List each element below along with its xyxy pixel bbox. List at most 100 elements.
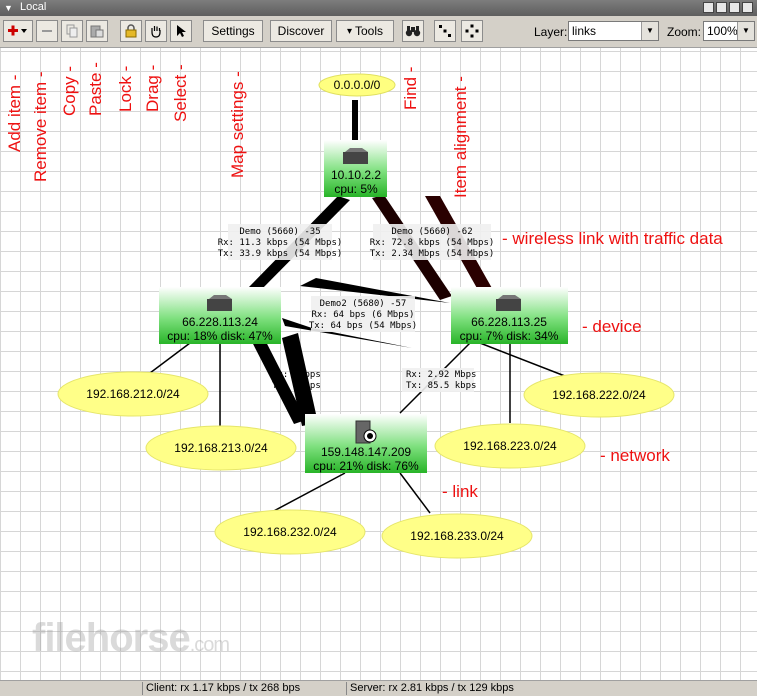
cloud-shape: [523, 372, 675, 418]
watermark-brand: filehorse: [32, 616, 191, 660]
chevron-down-icon[interactable]: ▼: [641, 22, 658, 40]
device-stats: cpu: 21% disk: 76%: [313, 459, 419, 473]
router-icon: [496, 295, 521, 311]
link[interactable]: [479, 342, 571, 379]
network-cloud-213[interactable]: 192.168.213.0/24: [145, 425, 297, 471]
align-diagonal-button[interactable]: [434, 20, 456, 42]
link-tx: Tx: 33.9 kbps (54 Mbps): [218, 249, 343, 259]
layer-select[interactable]: links ▼: [568, 21, 659, 41]
find-button[interactable]: [402, 20, 424, 42]
link-tx: Tx: 2.34 Mbps (54 Mbps): [370, 249, 495, 259]
link-rx: Rx: 72.8 kbps (54 Mbps): [370, 238, 495, 248]
cloud-label: 0.0.0.0/0: [334, 78, 381, 92]
add-item-button[interactable]: [3, 20, 33, 42]
link-name: Demo (5660) -35: [239, 227, 320, 237]
router-icon: [207, 295, 232, 311]
network-map: 0.0.0.0/0 10.10.2.2 cpu: 5% 66.228.113.2…: [5, 62, 723, 559]
network-cloud-223[interactable]: 192.168.223.0/24: [434, 423, 586, 469]
link[interactable]: [399, 472, 431, 514]
device-ip: 66.228.113.25: [471, 315, 547, 329]
toolbar: Settings Discover ▾ Tools Layer: links ▼…: [0, 16, 757, 48]
link-name: Demo (5660) -62: [391, 227, 472, 237]
server-globe-icon: [355, 420, 377, 444]
binoculars-icon: [405, 26, 421, 37]
network-cloud-233[interactable]: 192.168.233.0/24: [381, 513, 533, 559]
close-icon[interactable]: [742, 2, 753, 13]
link-rx: Rx: 64 bps (6 Mbps): [312, 310, 415, 320]
align-diagonal-icon: [439, 25, 451, 37]
cloud-shape: [318, 73, 396, 97]
chevron-down-icon[interactable]: ▼: [737, 22, 754, 40]
device-top[interactable]: 10.10.2.2 cpu: 5%: [324, 140, 387, 197]
tools-label: Tools: [355, 24, 384, 38]
cloud-label: 192.168.213.0/24: [174, 441, 268, 455]
maximize-icon[interactable]: [729, 2, 740, 13]
copy-icon: [66, 24, 78, 38]
network-cloud-222[interactable]: 192.168.222.0/24: [523, 372, 675, 418]
device-stats: cpu: 5%: [334, 182, 378, 196]
client-traffic-status: Client: rx 1.17 kbps / tx 268 bps: [142, 682, 300, 695]
link-tx: Tx: 64 bps (54 Mbps): [309, 321, 417, 331]
annotation-remove-item: Remove item -: [31, 71, 50, 182]
link[interactable]: [269, 472, 346, 514]
device-bottom[interactable]: 159.148.147.209 cpu: 21% disk: 76%: [305, 414, 427, 473]
link-rx: Rx: 2.92 Mbps: [406, 370, 476, 380]
router-icon: [343, 148, 368, 164]
device-stats: cpu: 18% disk: 47%: [167, 329, 273, 343]
link-tx: Tx: 0 bps: [272, 381, 321, 391]
align-circle-icon: [465, 24, 479, 38]
network-cloud-internet[interactable]: 0.0.0.0/0: [318, 73, 396, 97]
copy-button[interactable]: [61, 20, 83, 42]
remove-item-button[interactable]: [36, 20, 58, 42]
split-icon[interactable]: [716, 2, 727, 13]
map-canvas[interactable]: 0.0.0.0/0 10.10.2.2 cpu: 5% 66.228.113.2…: [0, 48, 757, 680]
network-cloud-212[interactable]: 192.168.212.0/24: [57, 371, 209, 417]
lock-button[interactable]: [120, 20, 142, 42]
cloud-label: 192.168.212.0/24: [86, 387, 180, 401]
cloud-label: 192.168.233.0/24: [410, 529, 504, 543]
annotation-item-alignment: Item alignment -: [451, 76, 470, 198]
zoom-value: 100%: [707, 24, 738, 38]
annotation-add-item: Add item -: [5, 75, 24, 152]
link-left-bottom-b[interactable]: [250, 334, 306, 424]
status-bar: Client: rx 1.17 kbps / tx 268 bps Server…: [0, 680, 757, 696]
cloud-label: 192.168.223.0/24: [463, 439, 557, 453]
select-button[interactable]: [170, 20, 192, 42]
tile-icon[interactable]: [703, 2, 714, 13]
link-left-bottom[interactable]: [282, 333, 318, 426]
network-cloud-232[interactable]: 192.168.232.0/24: [214, 509, 366, 555]
watermark-suffix: .com: [189, 634, 230, 656]
link-name: Demo2 (5680) -57: [320, 299, 407, 309]
annotation-lock: Lock -: [116, 66, 135, 112]
minus-icon: [42, 30, 52, 32]
align-circle-button[interactable]: [461, 20, 483, 42]
annotation-drag: Drag -: [143, 65, 162, 112]
layer-label: Layer:: [534, 25, 568, 39]
lock-icon: [125, 24, 137, 38]
device-ip: 66.228.113.24: [182, 315, 258, 329]
window-titlebar: ▼ Local: [0, 0, 757, 16]
paste-button[interactable]: [86, 20, 108, 42]
link-label-left-bottom: Rx: 0 bps Tx: 0 bps: [272, 370, 321, 391]
device-left[interactable]: 66.228.113.24 cpu: 18% disk: 47%: [159, 287, 281, 344]
zoom-select[interactable]: 100% ▼: [703, 21, 755, 41]
link-label-top-left: Demo (5660) -35 Rx: 11.3 kbps (54 Mbps) …: [218, 224, 343, 260]
annotation-find: Find -: [401, 67, 420, 110]
cloud-label: 192.168.232.0/24: [243, 525, 337, 539]
window-title: Local: [20, 1, 47, 13]
plus-dropdown-icon: [8, 25, 27, 36]
watermark-logo: filehorse.com: [32, 616, 230, 661]
discover-button[interactable]: Discover: [270, 20, 332, 42]
annotation-copy: Copy -: [60, 66, 79, 116]
settings-button[interactable]: Settings: [203, 20, 263, 42]
hand-icon: [151, 26, 161, 38]
annotation-link: - link: [442, 482, 478, 501]
server-traffic-status: Server: rx 2.81 kbps / tx 129 kbps: [346, 682, 514, 695]
cloud-shape: [145, 425, 297, 471]
device-right[interactable]: 66.228.113.25 cpu: 7% disk: 34%: [451, 287, 568, 344]
cursor-arrow-icon: [177, 25, 186, 37]
collapse-icon[interactable]: ▼: [4, 3, 13, 13]
tools-menu-button[interactable]: ▾ Tools: [336, 20, 394, 42]
dropdown-arrow-icon: ▾: [346, 25, 352, 37]
drag-button[interactable]: [145, 20, 167, 42]
